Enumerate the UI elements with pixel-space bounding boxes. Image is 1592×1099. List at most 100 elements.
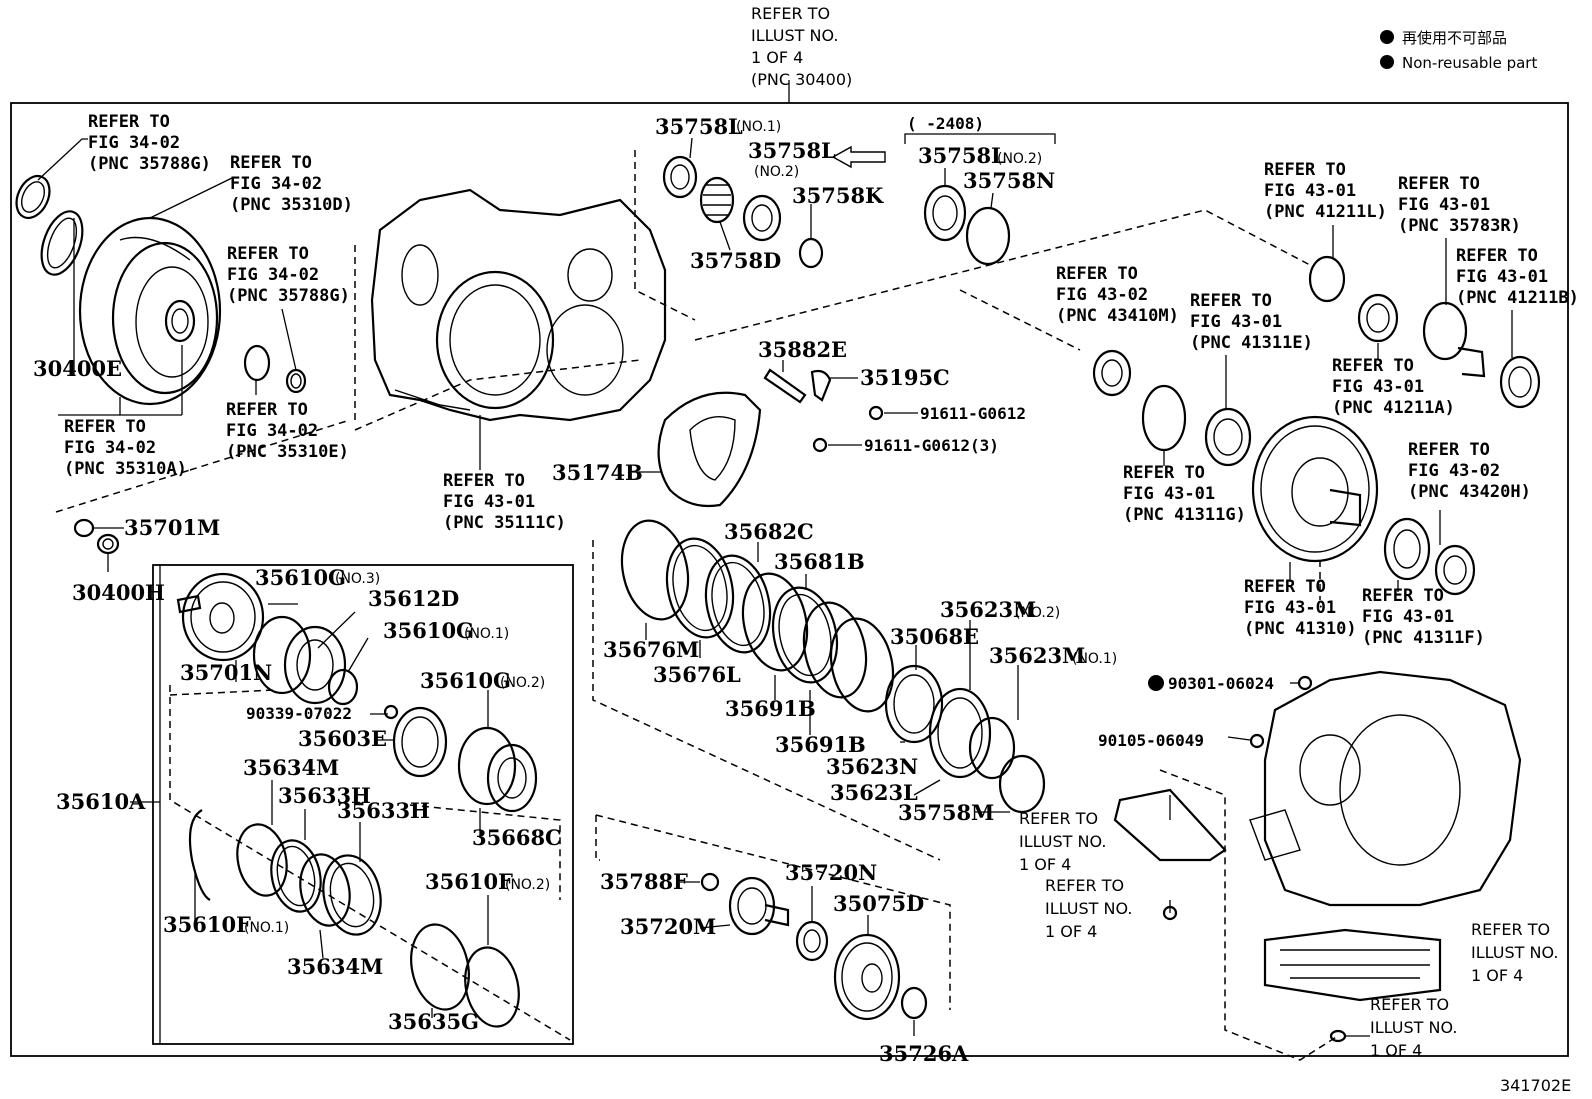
part-35623M-no2: 35623M (940, 597, 1036, 622)
svg-text:FIG 34-02: FIG 34-02 (64, 438, 156, 458)
part-35758D: 35758D (690, 248, 781, 273)
svg-text:(PNC 41310): (PNC 41310) (1244, 619, 1357, 639)
svg-text:(PNC 43410M): (PNC 43410M) (1056, 306, 1179, 326)
svg-text:(PNC 43420H): (PNC 43420H) (1408, 482, 1531, 502)
svg-text:FIG 34-02: FIG 34-02 (227, 265, 319, 285)
svg-text:FIG 43-01: FIG 43-01 (1362, 607, 1454, 627)
part-35623N: 35623N (826, 754, 918, 779)
svg-text:再使用不可部品: 再使用不可部品 (1402, 29, 1507, 47)
svg-text:REFER TO: REFER TO (230, 153, 312, 173)
part-35635G: 35635G (388, 1009, 479, 1034)
part-35758L-no2: 35758L (748, 138, 836, 163)
part-35758M: 35758M (898, 800, 994, 825)
svg-text:FIG 34-02: FIG 34-02 (230, 174, 322, 194)
svg-text:REFER TO: REFER TO (1019, 809, 1098, 828)
ref-35788G-top: REFER TO FIG 34-02 (PNC 35788G) (88, 112, 211, 174)
part-35634M-a: 35634M (243, 755, 339, 780)
svg-text:REFER TO: REFER TO (1056, 264, 1138, 284)
part-90301-06024: 90301-06024 (1168, 674, 1274, 693)
svg-text:FIG 43-01: FIG 43-01 (1190, 312, 1282, 332)
bracket-label: ( -2408) (907, 114, 984, 133)
svg-text:REFER TO: REFER TO (751, 4, 830, 23)
part-35758N: 35758N (963, 168, 1055, 193)
part-35623L: 35623L (830, 780, 918, 805)
case-group: REFER TO FIG 43-01 (PNC 35111C) 35758L (… (354, 114, 1311, 533)
svg-text:(PNC 41211A): (PNC 41211A) (1332, 398, 1455, 418)
figure-number: 341702E (1500, 1076, 1571, 1095)
svg-text:REFER TO: REFER TO (1190, 291, 1272, 311)
part-35676M: 35676M (603, 637, 699, 662)
part-35701M: 35701M (124, 515, 220, 540)
qualifier-no2: (NO.2) (754, 164, 799, 180)
ref-41311G: REFER TO FIG 43-01 (PNC 41311G) (1123, 463, 1246, 525)
ref-41211L: REFER TO FIG 43-01 (PNC 41211L) (1264, 160, 1387, 222)
svg-text:(PNC 41311G): (PNC 41311G) (1123, 505, 1246, 525)
part-35633H-b: 35633H (337, 798, 430, 823)
part-35726A: 35726A (879, 1041, 969, 1066)
svg-text:(PNC 35783R): (PNC 35783R) (1398, 216, 1521, 236)
svg-text:(PNC 35111C): (PNC 35111C) (443, 513, 566, 533)
non-reusable-marker-icon (1380, 55, 1394, 69)
part-35610F-no2: 35610F (425, 869, 513, 894)
part-35788F: 35788F (600, 869, 688, 894)
part-35720N: 35720N (785, 860, 877, 885)
part-35668C: 35668C (472, 825, 562, 850)
ref-43420H: REFER TO FIG 43-02 (PNC 43420H) (1408, 440, 1531, 502)
svg-text:(PNC 41311E): (PNC 41311E) (1190, 333, 1313, 353)
qualifier-35610F-no2: (NO.2) (505, 877, 550, 893)
part-35068E: 35068E (890, 624, 979, 649)
svg-text:ILLUST NO.: ILLUST NO. (1019, 832, 1106, 851)
svg-text:REFER TO: REFER TO (1471, 920, 1550, 939)
svg-text:FIG 43-01: FIG 43-01 (1264, 181, 1356, 201)
ref-41211B: REFER TO FIG 43-01 (PNC 41211B) (1456, 246, 1579, 308)
part-35603E: 35603E (298, 726, 387, 751)
svg-text:FIG 43-01: FIG 43-01 (443, 492, 535, 512)
part-35195C: 35195C (860, 365, 950, 390)
svg-text:REFER TO: REFER TO (443, 471, 525, 491)
svg-text:(PNC 35310E): (PNC 35310E) (226, 442, 349, 462)
part-91611-G0612: 91611-G0612 (920, 404, 1026, 423)
svg-text:(PNC 35310D): (PNC 35310D) (230, 195, 353, 215)
part-35682C: 35682C (724, 519, 814, 544)
svg-text:(PNC 35310A): (PNC 35310A) (64, 459, 187, 479)
ref-illust-d: REFER TO ILLUST NO. 1 OF 4 (1370, 995, 1457, 1060)
part-35681B: 35681B (774, 549, 865, 574)
part-30400E: 30400E (33, 356, 122, 381)
svg-text:(PNC 41311F): (PNC 41311F) (1362, 628, 1485, 648)
qualifier-35610G-no3: (NO.3) (335, 571, 380, 587)
svg-text:1 OF 4: 1 OF 4 (1019, 855, 1071, 874)
legend: 再使用不可部品 Non-reusable part (1380, 29, 1537, 72)
svg-text:(PNC 30400): (PNC 30400) (751, 70, 852, 89)
svg-text:FIG 43-02: FIG 43-02 (1408, 461, 1500, 481)
svg-text:FIG 43-02: FIG 43-02 (1056, 285, 1148, 305)
part-35882E: 35882E (758, 337, 847, 362)
ref-41310: REFER TO FIG 43-01 (PNC 41310) (1244, 577, 1357, 639)
svg-text:FIG 43-01: FIG 43-01 (1398, 195, 1490, 215)
svg-text:(PNC 35788G): (PNC 35788G) (227, 286, 350, 306)
part-35623M-no1: 35623M (989, 643, 1085, 668)
part-35634M-b: 35634M (287, 954, 383, 979)
refer-illust-top: REFER TO ILLUST NO. 1 OF 4 (PNC 30400) (751, 4, 852, 89)
svg-text:REFER TO: REFER TO (1264, 160, 1346, 180)
svg-text:1 OF 4: 1 OF 4 (1045, 922, 1097, 941)
svg-text:REFER TO: REFER TO (226, 400, 308, 420)
svg-text:REFER TO: REFER TO (1408, 440, 1490, 460)
part-35758L-no2-b: 35758L (918, 143, 1006, 168)
svg-text:1 OF 4: 1 OF 4 (1370, 1041, 1422, 1060)
ref-35310A: REFER TO FIG 34-02 (PNC 35310A) (64, 417, 187, 479)
svg-text:FIG 34-02: FIG 34-02 (226, 421, 318, 441)
svg-text:REFER TO: REFER TO (227, 244, 309, 264)
ref-35788G-mid: REFER TO FIG 34-02 (PNC 35788G) (227, 244, 350, 306)
part-35610A: 35610A (56, 789, 146, 814)
part-90339-07022: 90339-07022 (246, 704, 352, 723)
part-35610G-no1: 35610G (383, 618, 474, 643)
part-35701N: 35701N (180, 660, 272, 685)
ref-35783R: REFER TO FIG 43-01 (PNC 35783R) (1398, 174, 1521, 236)
part-35633H-a: 35633H (278, 783, 371, 808)
svg-text:REFER TO: REFER TO (64, 417, 146, 437)
left-group: REFER TO FIG 34-02 (PNC 35788G) REFER TO… (15, 112, 353, 605)
svg-text:FIG 43-01: FIG 43-01 (1123, 484, 1215, 504)
svg-text:ILLUST NO.: ILLUST NO. (751, 26, 838, 45)
svg-text:ILLUST NO.: ILLUST NO. (1045, 899, 1132, 918)
